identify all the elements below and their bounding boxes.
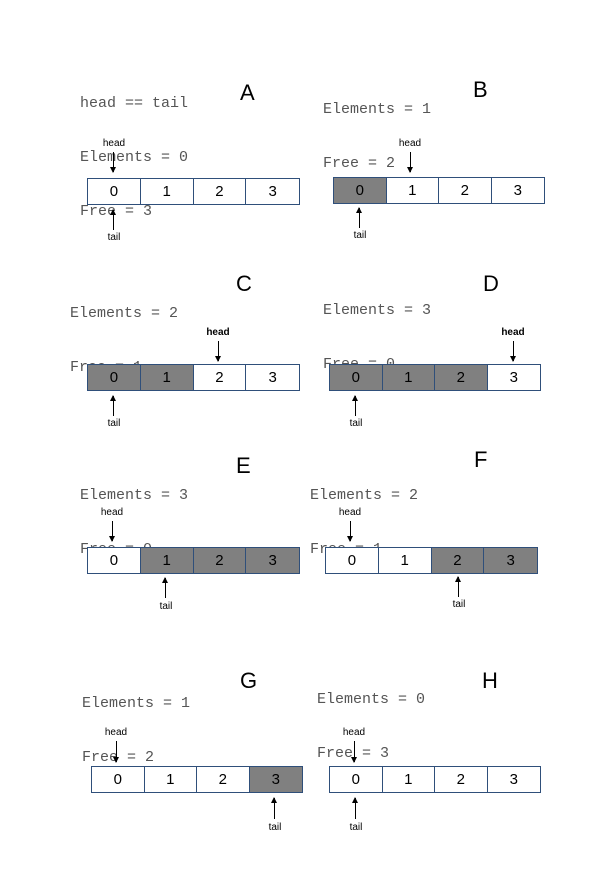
panel-a-head-label: head [102,138,126,149]
panel-c-head-label: head [206,327,230,338]
panel-h-tail-label: tail [349,822,363,833]
panel-g-cell-1: 1 [144,767,197,792]
panel-h-letter: H [482,668,498,693]
panel-a-line-2: Elements = 0 [80,149,189,166]
panel-e-cell-2: 2 [193,548,247,573]
panel-c-head-arrow [215,341,221,362]
panel-f-head-arrow [347,521,353,542]
panel-c-letter: C [236,271,252,296]
panel-c-array: 0 1 2 3 [87,364,300,391]
panel-g-head-label: head [104,727,128,738]
panel-b-cell-1: 1 [386,178,439,203]
panel-a-letter: A [240,80,255,105]
panel-e-tail-arrow [162,577,168,598]
panel-a-head-arrow [110,152,116,173]
panel-f-tail-arrow [455,576,461,597]
panel-d-letter: D [483,271,499,296]
panel-g-line-2: Free = 2 [82,749,155,766]
panel-c-tail-label: tail [107,418,121,429]
panel-h-line-2: Free = 3 [317,745,390,762]
panel-h-cell-3: 3 [487,767,540,792]
panel-c-cell-3: 3 [246,365,299,390]
panel-g-cell-3: 3 [249,767,302,792]
panel-e-head-arrow [109,521,115,542]
panel-g-letter: G [240,668,258,693]
panel-h-cell-0: 0 [330,767,383,792]
panel-f-cell-2: 2 [431,548,485,573]
panel-g-line-1: Elements = 1 [82,695,191,712]
panel-h-array: 0 1 2 3 [329,766,541,793]
panel-a-cell-0: 0 [88,179,141,204]
panel-a-line-3: Free = 3 [80,203,153,220]
panel-f-array: 0 1 2 3 [325,547,538,574]
panel-c-line-1: Elements = 2 [70,305,179,322]
panel-c-tail-arrow [110,395,116,416]
panel-a-cell-3: 3 [246,179,299,204]
panel-b-line-1: Elements = 1 [323,101,432,118]
panel-c-cell-0: 0 [88,365,141,390]
panel-d-cell-2: 2 [435,365,488,390]
panel-d-array: 0 1 2 3 [329,364,541,391]
panel-b-cell-0: 0 [334,178,387,203]
panel-a-stats: head == tail Elements = 0 Free = 3 [80,59,188,239]
panel-g-cell-2: 2 [197,767,250,792]
panel-h-head-arrow [351,741,357,763]
panel-f-cell-1: 1 [378,548,432,573]
panel-g-tail-label: tail [268,822,282,833]
panel-e-letter: E [236,453,251,478]
panel-a-cell-1: 1 [140,179,194,204]
panel-a-tail-label: tail [107,232,121,243]
panel-d-cell-1: 1 [382,365,435,390]
panel-a-cell-2: 2 [193,179,247,204]
panel-f-line-1: Elements = 2 [310,487,419,504]
panel-g-array: 0 1 2 3 [91,766,303,793]
panel-e-cell-1: 1 [140,548,194,573]
panel-h-line-1: Elements = 0 [317,691,426,708]
panel-h-cell-2: 2 [435,767,488,792]
panel-g-head-arrow [113,741,119,763]
panel-b-head-label: head [398,138,422,149]
panel-e-head-label: head [100,507,124,518]
panel-a-line-1: head == tail [80,95,189,112]
panel-f-letter: F [474,447,488,472]
panel-b-head-arrow [407,152,413,173]
panel-b-stats: Elements = 1 Free = 2 [323,65,431,191]
panel-g-stats: Elements = 1 Free = 2 [82,659,190,785]
panel-d-head-arrow [510,341,516,362]
panel-b-array: 0 1 2 3 [333,177,545,204]
panel-b-line-2: Free = 2 [323,155,396,172]
panel-f-cell-0: 0 [326,548,379,573]
panel-g-cell-0: 0 [92,767,145,792]
panel-a-tail-arrow [110,209,116,230]
panel-d-tail-label: tail [349,418,363,429]
panel-f-tail-label: tail [452,599,466,610]
panel-f-cell-3: 3 [484,548,537,573]
panel-e-cell-3: 3 [246,548,299,573]
panel-g-tail-arrow [271,797,277,819]
panel-b-letter: B [473,77,488,102]
panel-b-cell-2: 2 [439,178,492,203]
panel-d-head-label: head [501,327,525,338]
panel-f-head-label: head [338,507,362,518]
panel-h-cell-1: 1 [382,767,435,792]
panel-e-tail-label: tail [159,601,173,612]
panel-d-cell-3: 3 [487,365,540,390]
panel-a-array: 0 1 2 3 [87,178,300,205]
panel-e-line-1: Elements = 3 [80,487,189,504]
panel-c-cell-1: 1 [140,365,194,390]
panel-h-tail-arrow [352,797,358,819]
panel-e-cell-0: 0 [88,548,141,573]
panel-h-stats: Elements = 0 Free = 3 [317,655,425,781]
panel-b-tail-label: tail [353,230,367,241]
panel-c-cell-2: 2 [193,365,247,390]
panel-b-tail-arrow [356,207,362,228]
panel-d-cell-0: 0 [330,365,383,390]
panel-d-line-1: Elements = 3 [323,302,432,319]
panel-e-array: 0 1 2 3 [87,547,300,574]
panel-h-head-label: head [342,727,366,738]
panel-d-tail-arrow [352,395,358,416]
panel-b-cell-3: 3 [491,178,544,203]
